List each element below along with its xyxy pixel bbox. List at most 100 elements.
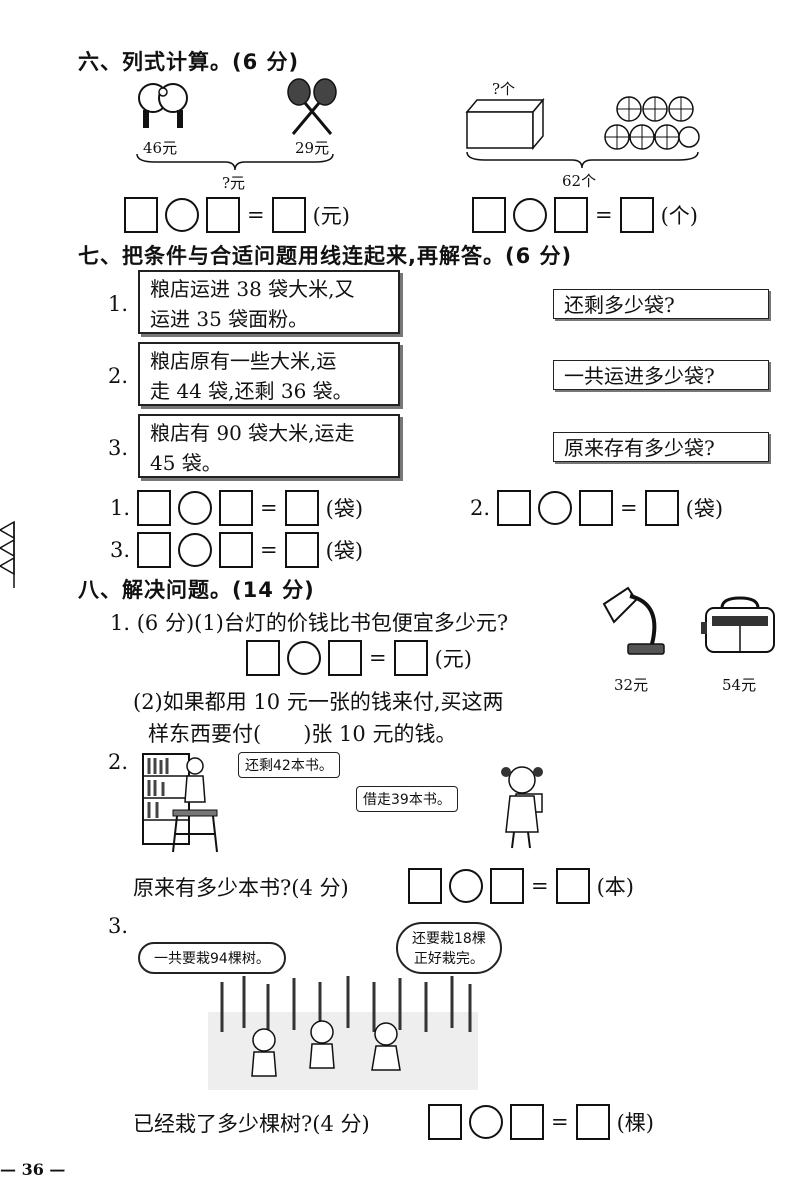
equals-sign: = — [551, 1110, 569, 1134]
answer-number: 1. — [110, 496, 131, 520]
operator-circle[interactable] — [178, 533, 213, 567]
problem-2-question: 原来有多少本书?(4 分) — [133, 876, 349, 900]
unit-label: (元) — [312, 204, 350, 228]
answer-box[interactable] — [575, 1104, 610, 1140]
unit-label: (袋) — [325, 539, 364, 563]
price-rackets: 29元 — [295, 139, 330, 157]
total-count: 62个 — [562, 172, 597, 190]
operator-circle[interactable] — [538, 491, 573, 525]
operator-circle[interactable] — [287, 641, 321, 675]
answer-box[interactable] — [554, 197, 588, 233]
operator-circle[interactable] — [165, 198, 199, 232]
answer-box[interactable] — [555, 868, 590, 904]
unit-label: (个) — [660, 204, 698, 228]
answer-box[interactable] — [284, 532, 319, 568]
equation-8-2: = (本) — [408, 866, 634, 906]
speech-bubble-borrowed: 借走39本书。 — [356, 786, 458, 812]
answer-box[interactable] — [472, 197, 506, 233]
box-icon — [465, 97, 545, 151]
box-count-label: ?个 — [492, 80, 516, 98]
brace-right-icon — [466, 151, 699, 169]
operator-circle[interactable] — [513, 198, 547, 232]
tree-planting-illustration — [208, 976, 478, 1090]
condition-number: 3. — [108, 436, 129, 460]
problem-1-sub2-line1: (2)如果都用 10 元一张的钱来付,买这两 — [133, 690, 504, 714]
answer-box[interactable] — [124, 197, 158, 233]
price-paddles: 46元 — [143, 139, 178, 157]
answer-box[interactable] — [579, 490, 614, 526]
page-number: — 36 — — [0, 1160, 66, 1179]
answer-box[interactable] — [219, 532, 254, 568]
equation-8-3: = (棵) — [428, 1102, 654, 1142]
answer-box[interactable] — [137, 490, 172, 526]
problem-2-number: 2. — [108, 750, 129, 774]
lamp-price: 32元 — [614, 676, 649, 694]
equals-sign: = — [531, 874, 549, 898]
answer-box[interactable] — [490, 868, 524, 904]
basketballs-icon — [604, 96, 700, 150]
unit-label: (袋) — [325, 497, 364, 521]
answer-box[interactable] — [393, 640, 428, 676]
answer-box[interactable] — [137, 532, 172, 568]
question-card-3[interactable]: 原来存有多少袋? — [553, 432, 769, 462]
section-6-title: 六、列式计算。(6 分) — [78, 50, 300, 74]
condition-card-2[interactable]: 粮店原有一些大米,运 走 44 袋,还剩 36 袋。 — [138, 342, 400, 406]
condition-line: 粮店有 90 袋大米,运走 — [150, 421, 355, 445]
girl-with-books-illustration — [501, 766, 543, 849]
ping-pong-paddles-icon — [138, 83, 188, 128]
answer-box[interactable] — [206, 197, 240, 233]
answer-box[interactable] — [644, 490, 679, 526]
equals-sign: = — [260, 496, 278, 520]
condition-card-3[interactable]: 粮店有 90 袋大米,运走 45 袋。 — [138, 414, 400, 478]
badminton-rackets-icon — [287, 78, 337, 135]
answer-box[interactable] — [328, 640, 362, 676]
answer-box[interactable] — [284, 490, 319, 526]
question-card-2[interactable]: 一共运进多少袋? — [553, 360, 769, 390]
operator-circle[interactable] — [469, 1105, 503, 1139]
equation-7-2: 2. = (袋) — [470, 488, 723, 528]
speech-bubble-remaining: 还剩42本书。 — [238, 752, 340, 778]
answer-box[interactable] — [408, 868, 442, 904]
answer-box[interactable] — [510, 1104, 544, 1140]
condition-line: 粮店原有一些大米,运 — [150, 349, 337, 373]
equals-sign: = — [247, 203, 265, 227]
unit-label: (本) — [596, 875, 634, 899]
question-card-1[interactable]: 还剩多少袋? — [553, 289, 769, 319]
condition-line: 走 44 袋,还剩 36 袋。 — [150, 379, 353, 403]
unit-label: (袋) — [685, 497, 724, 521]
condition-line: 粮店运进 38 袋大米,又 — [150, 277, 355, 301]
equals-sign: = — [369, 646, 387, 670]
answer-box[interactable] — [219, 490, 254, 526]
equals-sign: = — [595, 203, 613, 227]
equation-7-3: 3. = (袋) — [110, 530, 363, 570]
cloud-bubble-remaining: 还要栽18棵 正好栽完。 — [396, 922, 502, 974]
bag-price: 54元 — [722, 676, 757, 694]
answer-box[interactable] — [428, 1104, 462, 1140]
cloud-line: 正好栽完。 — [413, 951, 484, 967]
operator-circle[interactable] — [178, 491, 213, 525]
condition-line: 运进 35 袋面粉。 — [150, 307, 309, 331]
problem-1-sub2-line2: 样东西要付( )张 10 元的钱。 — [148, 722, 457, 746]
condition-number: 1. — [108, 292, 129, 316]
condition-number: 2. — [108, 364, 129, 388]
problem-3-question: 已经栽了多少棵树?(4 分) — [133, 1112, 370, 1136]
brace-left-icon — [136, 153, 334, 171]
answer-box[interactable] — [619, 197, 654, 233]
equation-8-1: = (元) — [246, 638, 472, 678]
condition-line: 45 袋。 — [150, 451, 222, 475]
school-bag-icon — [701, 596, 775, 653]
equals-sign: = — [260, 538, 278, 562]
answer-box[interactable] — [246, 640, 280, 676]
condition-card-1[interactable]: 粮店运进 38 袋大米,又 运进 35 袋面粉。 — [138, 270, 400, 334]
equation-6-left: = (元) — [124, 195, 350, 235]
operator-circle[interactable] — [449, 869, 483, 903]
equals-sign: = — [620, 496, 638, 520]
section-7-title: 七、把条件与合适问题用线连起来,再解答。(6 分) — [78, 244, 573, 268]
answer-box[interactable] — [271, 197, 306, 233]
margin-decoration-icon — [0, 520, 15, 588]
section-8-title: 八、解决问题。(14 分) — [78, 578, 315, 602]
answer-box[interactable] — [497, 490, 532, 526]
total-price: ?元 — [222, 174, 246, 192]
problem-1-line: 1. (6 分)(1)台灯的价钱比书包便宜多少元? — [110, 611, 509, 635]
problem-3-number: 3. — [108, 914, 129, 938]
